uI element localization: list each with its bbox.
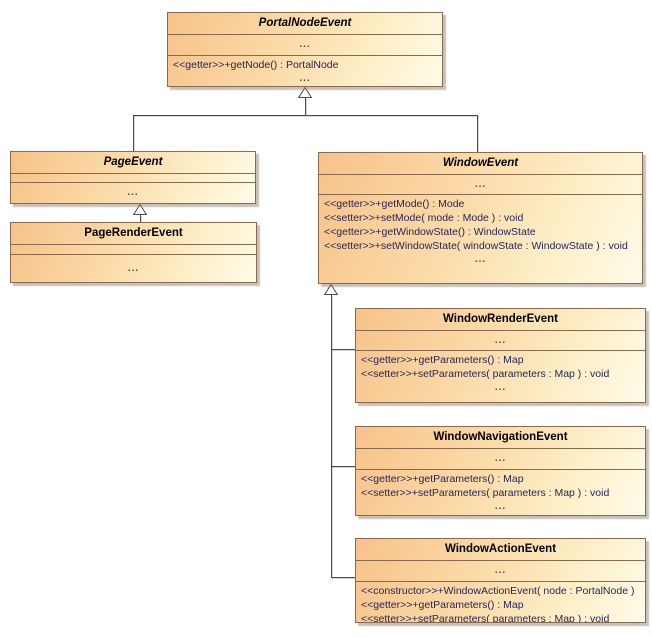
class-box-page-render-event: PageRenderEvent ... [10, 222, 257, 283]
class-name: PageEvent [103, 156, 163, 168]
class-name: PageRenderEvent [84, 227, 183, 239]
connector-line [305, 98, 306, 115]
operation: <<getter>>+getParameters() : Map [361, 599, 524, 611]
attributes-compartment: ... [356, 448, 645, 469]
class-name: WindowEvent [442, 157, 519, 169]
operation: <<setter>>+setParameters( parameters : M… [361, 487, 610, 499]
operation: <<getter>>+getParameters() : Map [361, 473, 524, 485]
operation: <<setter>>+setParameters( parameters : M… [361, 368, 610, 380]
operations-compartment: ... [11, 182, 255, 203]
attributes-compartment: ... [356, 560, 645, 581]
connector-line [331, 295, 332, 578]
operation: <<getter>>+getParameters() : Map [361, 354, 524, 366]
ellipsis: ... [494, 453, 507, 464]
operations-compartment: <<getter>>+getParameters() : Map <<sette… [356, 350, 645, 402]
ellipsis: ... [474, 254, 487, 265]
operation: <<setter>>+setMode( mode : Mode ) : void [324, 212, 524, 224]
operation: <<getter>>+getMode() : Mode [324, 198, 465, 210]
connector-line [477, 115, 478, 152]
operations-compartment: ... [11, 254, 256, 282]
ellipsis: ... [127, 187, 139, 198]
operation: <<getter>>+getWindowState() : WindowStat… [324, 226, 536, 238]
ellipsis: ... [494, 382, 507, 393]
generalization-arrowhead-pageevent [133, 204, 147, 215]
attributes-compartment: ... [356, 330, 645, 350]
attributes-compartment: ... [319, 174, 642, 194]
class-box-window-event: WindowEvent ... <<getter>>+getMode() : M… [318, 152, 643, 284]
operation: <<setter>>+setWindowState( windowState :… [324, 240, 628, 252]
operation: <<setter>>+setParameters( parameters : M… [361, 613, 610, 622]
operations-compartment: <<constructor>>+WindowActionEvent( node … [356, 581, 645, 622]
class-name: WindowActionEvent [444, 543, 557, 555]
ellipsis: ... [299, 39, 311, 50]
class-box-page-event: PageEvent ... [10, 151, 256, 204]
class-box-window-action-event: WindowActionEvent ... <<constructor>>+Wi… [355, 538, 646, 623]
connector-line [133, 115, 478, 116]
operation: <<getter>>+getNode() : PortalNode [173, 59, 339, 71]
attributes-compartment [11, 244, 256, 254]
ellipsis: ... [474, 178, 487, 190]
generalization-arrowhead-portalnodeevent [298, 87, 312, 98]
operations-compartment: <<getter>>+getMode() : Mode <<setter>>+s… [319, 194, 642, 283]
class-box-portal-node-event: PortalNodeEvent ... <<getter>>+getNode()… [167, 12, 443, 87]
operation: <<constructor>>+WindowActionEvent( node … [361, 585, 635, 597]
ellipsis: ... [494, 501, 507, 512]
ellipsis: ... [494, 334, 507, 346]
connector-line [331, 349, 355, 350]
class-box-window-render-event: WindowRenderEvent ... <<getter>>+getPara… [355, 308, 646, 403]
attributes-compartment: ... [168, 34, 442, 55]
class-box-window-navigation-event: WindowNavigationEvent ... <<getter>>+get… [355, 426, 646, 516]
class-name: PortalNodeEvent [258, 17, 352, 29]
operations-compartment: <<getter>>+getParameters() : Map <<sette… [356, 469, 645, 515]
ellipsis: ... [299, 73, 311, 84]
ellipsis: ... [494, 565, 507, 576]
connector-line [140, 215, 141, 222]
generalization-arrowhead-windowevent [324, 284, 338, 295]
class-name: WindowRenderEvent [443, 313, 558, 325]
connector-line [331, 466, 355, 467]
connector-line [133, 115, 134, 151]
connector-line [331, 577, 355, 578]
class-name: WindowNavigationEvent [433, 431, 568, 443]
ellipsis: ... [127, 262, 140, 274]
operations-compartment: <<getter>>+getNode() : PortalNode ... [168, 55, 442, 86]
attributes-compartment [11, 173, 255, 182]
